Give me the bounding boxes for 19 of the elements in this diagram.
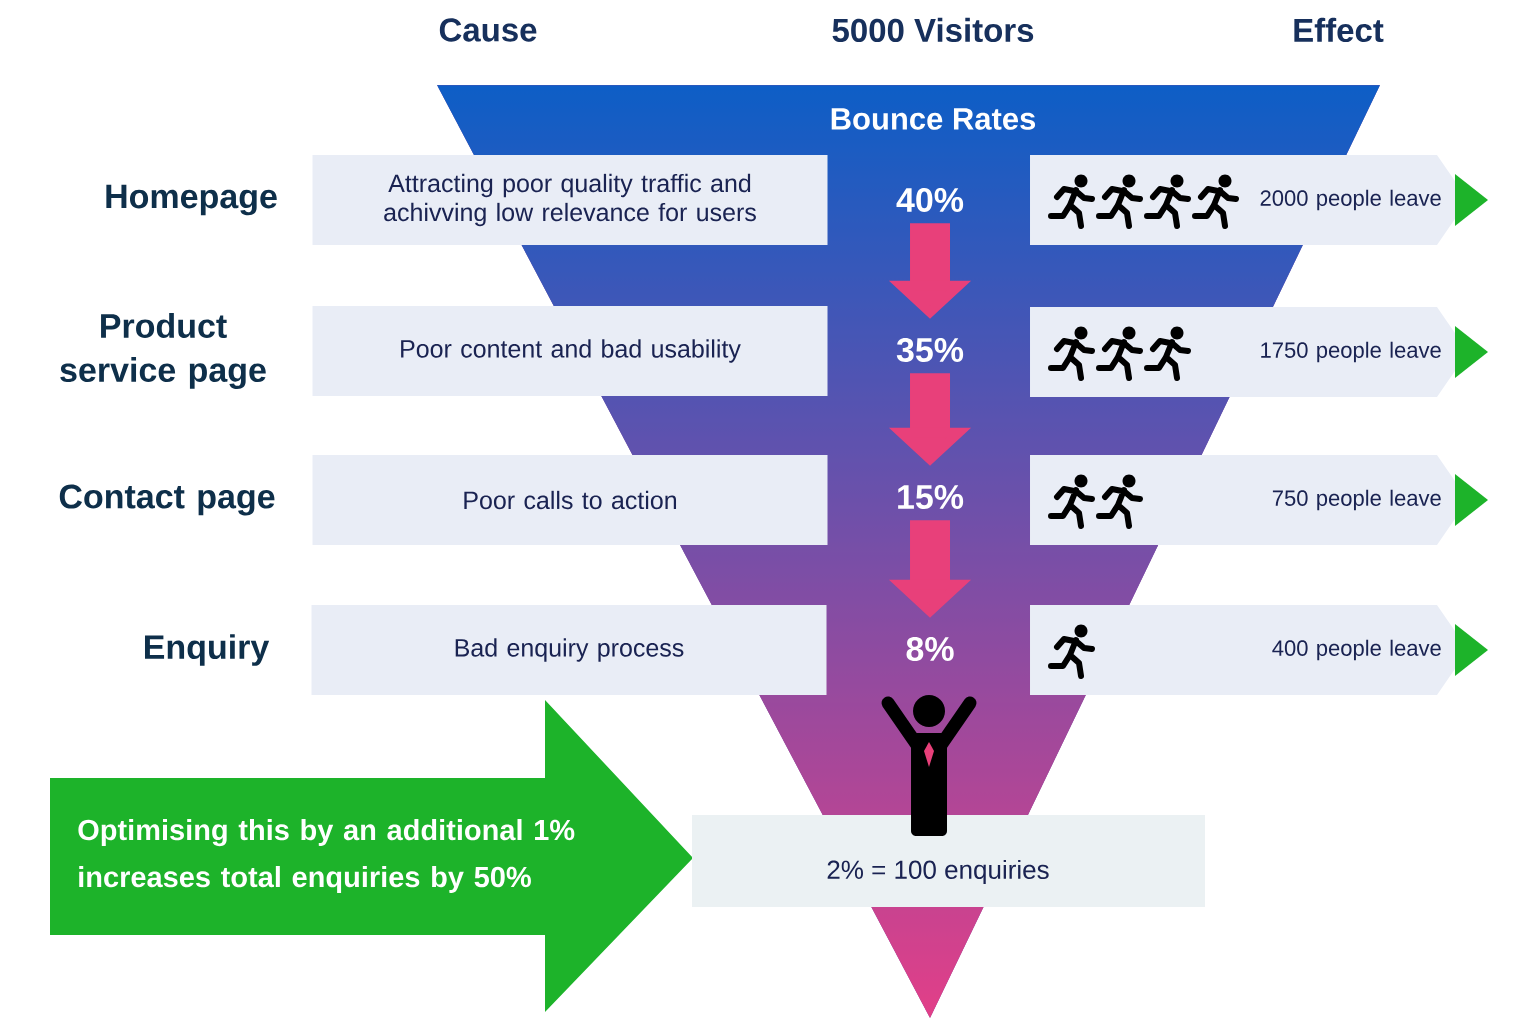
percentage: 35%	[896, 337, 964, 363]
row-label: Enquiry	[145, 634, 270, 666]
cause-box: Poor calls to action	[312, 455, 828, 545]
row-label: Product service page	[60, 313, 266, 389]
effect-box: 2000 people leave	[1030, 155, 1468, 245]
column-header: Effect	[1294, 17, 1384, 43]
row-label: Contact page	[59, 484, 275, 516]
percentage: 8%	[906, 636, 954, 662]
effect-box: 400 people leave	[1030, 605, 1468, 695]
effect-box: 750 people leave	[1030, 455, 1468, 545]
cause-box: Attracting poor quality traffic and achivving low relevance for users	[312, 155, 828, 245]
column-header: Cause	[439, 18, 537, 42]
percentage: 40%	[896, 187, 964, 213]
percentage: 15%	[898, 485, 964, 509]
cause-box: Poor content and bad usability	[312, 306, 828, 396]
row-label: Homepage	[106, 184, 277, 216]
effect-box: 1750 people leave	[1030, 307, 1468, 397]
cause-box: Bad enquiry process	[311, 605, 827, 695]
column-header: 5000 Visitors	[832, 17, 1034, 43]
